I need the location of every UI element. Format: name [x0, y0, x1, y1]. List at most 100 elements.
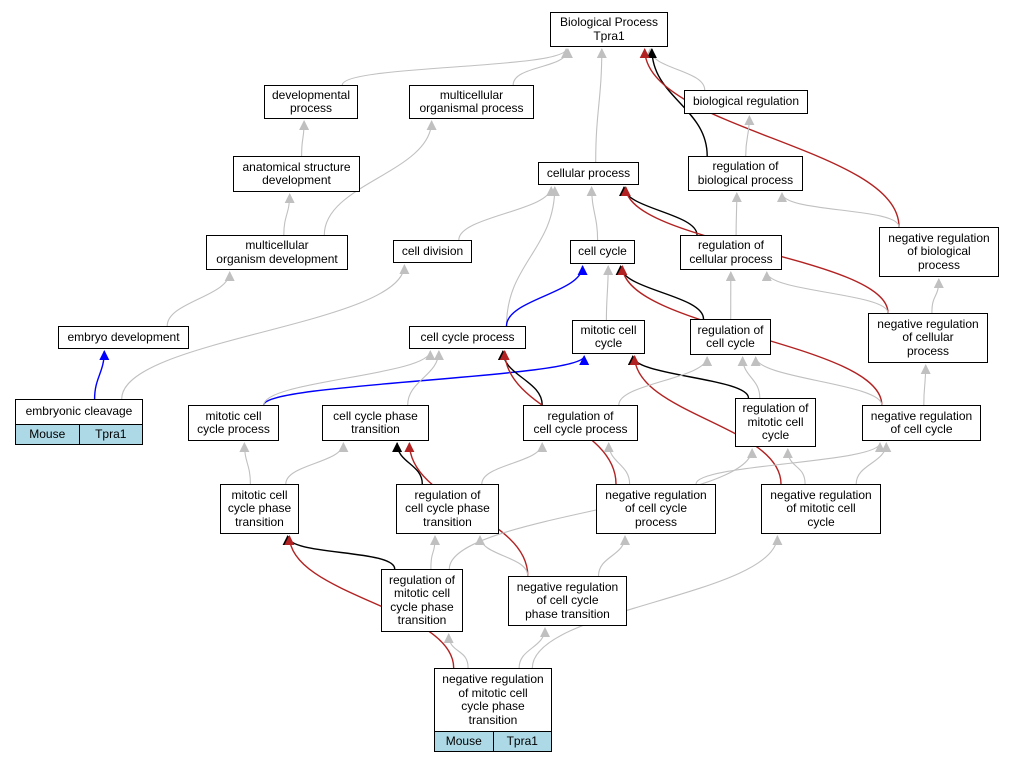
node-label-line: transition	[397, 613, 447, 627]
node-label-line: process	[634, 514, 677, 529]
node-label: embryo development	[65, 329, 181, 345]
node-label-line: cycle	[807, 514, 835, 529]
node-embryo-dev[interactable]: embryo development	[58, 326, 189, 349]
edge-is-a-neg-reg-cell-to-neg-reg-bio	[931, 278, 944, 314]
edge-is-a-reg-cell-proc-to-reg-bio	[731, 192, 742, 236]
node-cell-cycle[interactable]: cell cycle	[570, 240, 635, 264]
node-label-line: organismal process	[419, 101, 524, 115]
node-label-line: negative regulation	[605, 487, 707, 502]
node-label-line: regulation of	[547, 408, 614, 423]
node-label-line: Tpra1	[593, 28, 625, 43]
node-label-line: phase transition	[525, 606, 610, 621]
node-label-line: regulation of	[388, 572, 456, 587]
edge-is-a-multi-dev-to-multi-proc	[323, 120, 437, 236]
edge-is-a-neg-reg-cc-proc-to-reg-cc-proc	[603, 442, 631, 485]
edge-is-a-neg-reg-phase-to-reg-phase	[475, 535, 529, 577]
edge-is-a-bio-reg-to-bp	[645, 48, 706, 91]
node-label-line: negative regulation	[877, 316, 979, 331]
species-tag[interactable]: Mouse	[435, 732, 493, 751]
node-label: cell cycle process	[418, 329, 516, 345]
edge-part-of-mit-cc-proc-to-mit-cc	[263, 355, 590, 406]
node-label-line: negative regulation	[516, 579, 619, 594]
node-label-line: cell division	[401, 243, 464, 258]
node-label: embryonic cleavage	[24, 400, 135, 424]
node-label-line: cycle process	[197, 422, 270, 436]
node-label-line: developmental	[271, 87, 351, 102]
edge-is-a-anat-dev-to-dev-proc	[299, 120, 310, 157]
node-label-line: cell cycle	[578, 244, 627, 259]
node-label-line: process	[917, 257, 960, 272]
node-label-line: of cell cycle	[624, 501, 687, 516]
edge-is-a-neg-reg-mit-cc-to-neg-reg-cc	[855, 442, 892, 485]
node-label-line: cell cycle process	[420, 329, 515, 344]
node-label-line: cycle phase	[227, 501, 292, 516]
gene-tag[interactable]: Tpra1	[492, 732, 551, 751]
node-bio-reg[interactable]: biological regulation	[684, 90, 808, 114]
node-cell-div[interactable]: cell division	[393, 240, 472, 263]
edge-is-a-reg-mit-phase-to-reg-phase	[429, 535, 440, 570]
node-label-line: regulation of	[414, 487, 481, 502]
edge-is-a-emb-cleav-to-cell-div	[121, 264, 410, 400]
gene-tag[interactable]: Tpra1	[78, 425, 142, 444]
edge-is-a-mit-cc-proc-to-cc-proc	[263, 350, 436, 406]
edge-is-a-cell-proc-to-bp	[595, 48, 607, 163]
species-tag[interactable]: Mouse	[16, 425, 79, 444]
edge-is-a-cc-proc-to-cell-proc	[505, 186, 560, 327]
edge-regulates-reg-phase-to-cc-phase	[392, 442, 423, 485]
edge-is-a-multi-proc-to-bp	[512, 48, 573, 86]
node-cc-proc[interactable]: cell cycle process	[409, 326, 526, 349]
edge-negatively-regulates-neg-reg-bio-to-bp	[639, 48, 900, 228]
node-label-line: mitotic cell	[231, 487, 288, 502]
edge-is-a-reg-mit-cc-to-reg-cc	[737, 356, 761, 399]
node-label-line: of cellular	[902, 330, 954, 345]
edge-regulates-reg-bio-to-bp	[646, 48, 708, 157]
edge-regulates-reg-cc-proc-to-cc-proc	[497, 350, 543, 406]
node-label-line: mitotic cell	[205, 408, 262, 423]
edge-is-a-neg-reg-mit-phase-to-neg-reg-phase	[518, 627, 550, 669]
edge-is-a-neg-reg-bio-to-reg-bio	[777, 192, 900, 228]
node-cell-proc[interactable]: cellular process	[538, 162, 639, 185]
node-label-line: cycle phase	[461, 699, 525, 713]
node-label-line: embryo development	[67, 329, 180, 344]
node-label-line: transition	[468, 712, 518, 727]
edge-is-a-neg-reg-mit-phase-to-neg-reg-mit-cc	[531, 535, 783, 669]
